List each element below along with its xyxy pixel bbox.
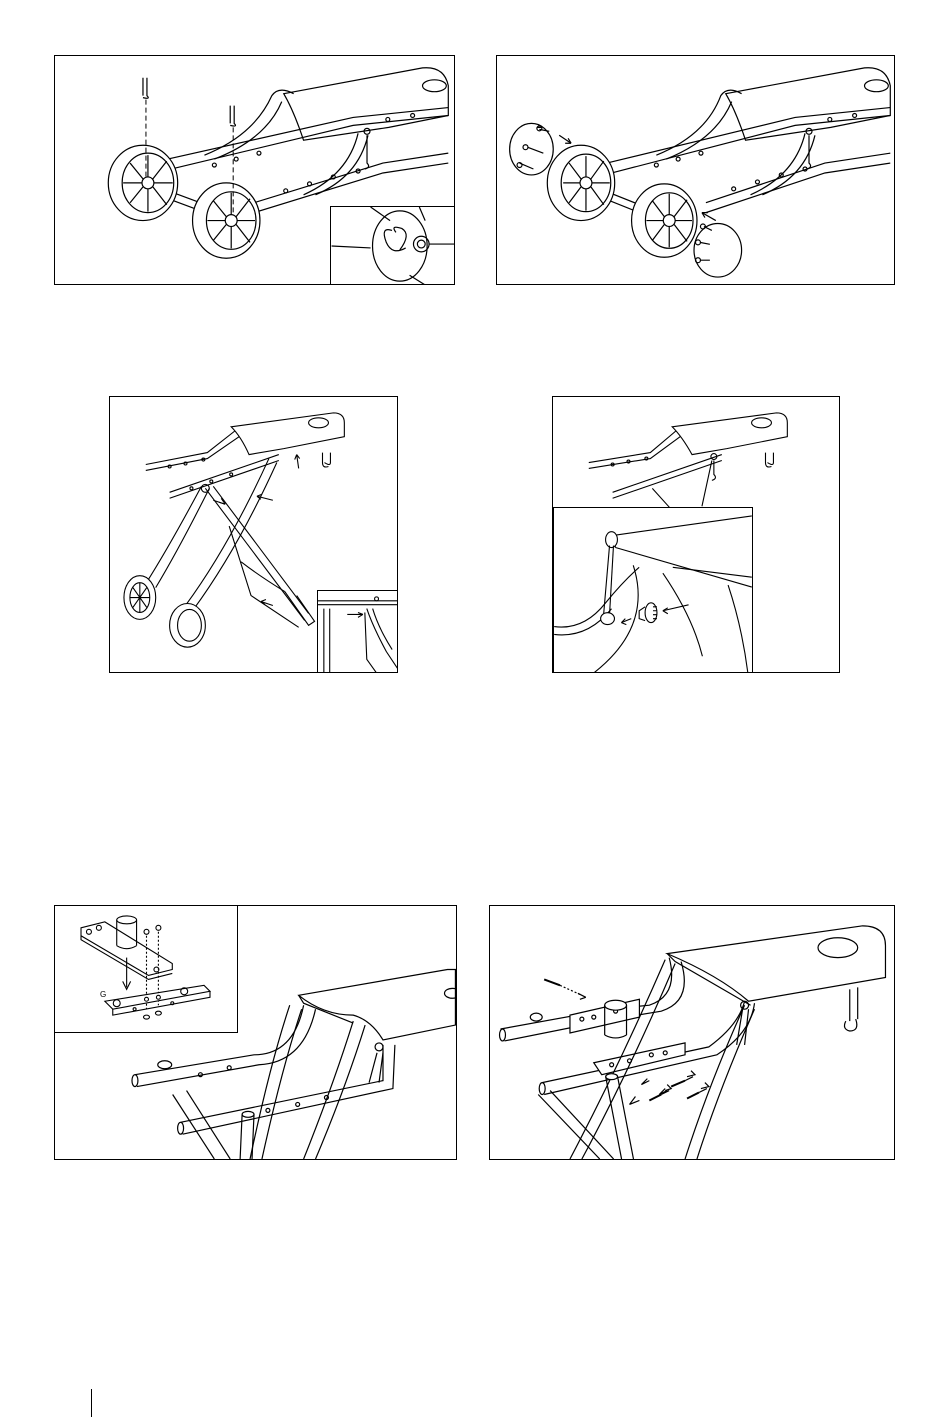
detail-inset-pin-knob — [553, 507, 753, 673]
figure-pin-knob — [552, 396, 840, 673]
detail-inset-pin-drawing — [331, 207, 455, 285]
detail-inset-bracket-drawing — [55, 906, 237, 1032]
figure-bracket-assembly: G — [54, 905, 457, 1160]
figure-bracket-mounted-drawing — [490, 906, 894, 1159]
page-margin-rule — [91, 1389, 92, 1417]
detail-inset-bracket: G — [55, 906, 238, 1033]
figure-hubcaps — [496, 55, 895, 285]
inset-label-g: G — [100, 991, 106, 999]
figure-cart-unfolded — [109, 396, 398, 673]
detail-inset-pin — [330, 206, 455, 285]
figure-bracket-mounted — [489, 905, 895, 1160]
detail-inset-foot — [317, 590, 398, 673]
figure-hubcaps-drawing — [497, 56, 894, 284]
detail-inset-foot-drawing — [318, 591, 398, 673]
detail-inset-pin-knob-drawing — [554, 508, 752, 673]
figure-wheels-clips — [54, 55, 455, 285]
